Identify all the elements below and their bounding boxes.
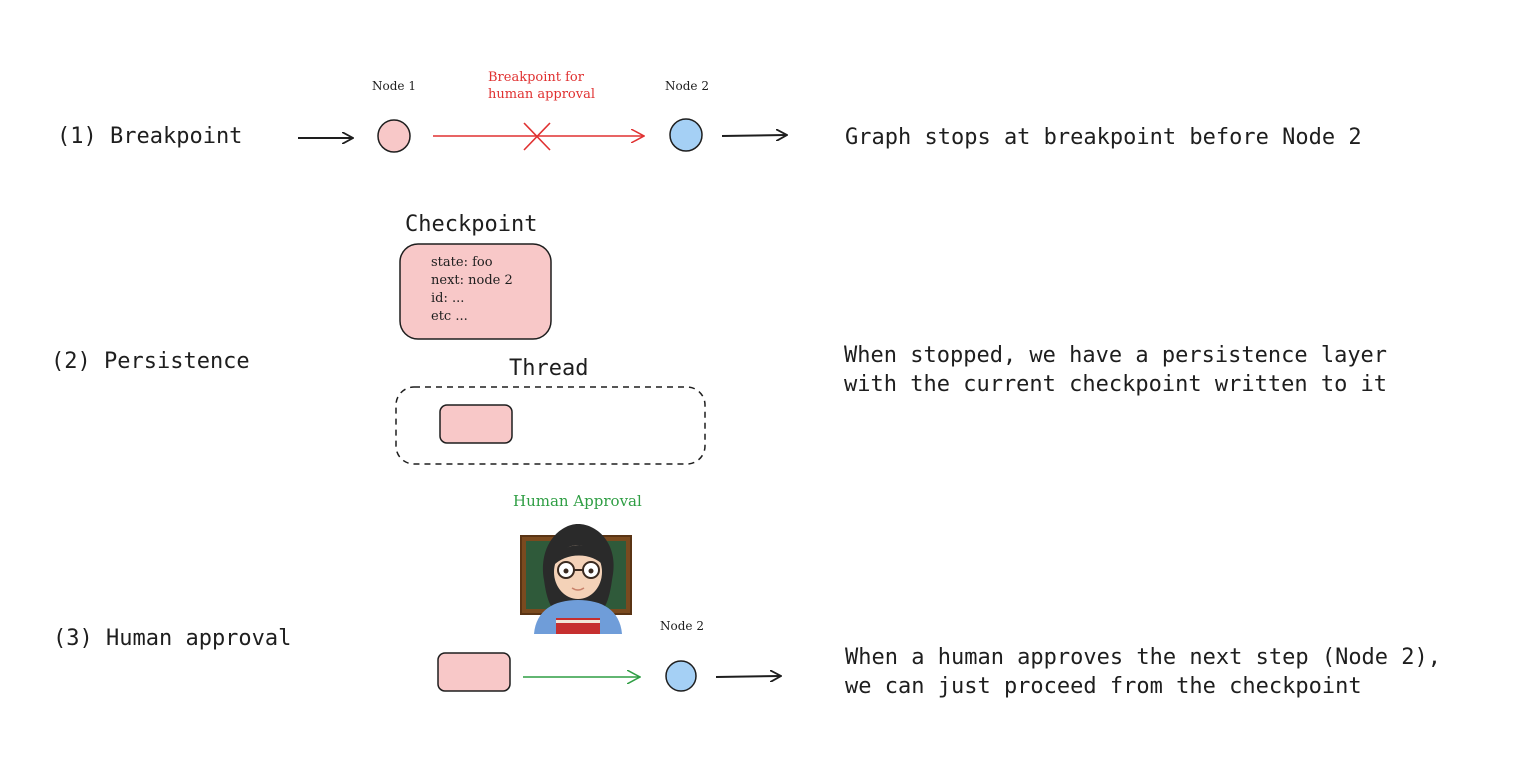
step2-description: When stopped, we have a persistence laye… bbox=[844, 343, 1388, 397]
node2-label-resumed: Node 2 bbox=[660, 619, 704, 633]
exit-arrow bbox=[721, 135, 786, 136]
checkpoint-line: next: node 2 bbox=[431, 273, 513, 288]
node2-circle-resumed bbox=[665, 660, 697, 692]
step3-description: When a human approves the next step (Nod… bbox=[845, 645, 1442, 699]
approval-label: Human Approval bbox=[513, 492, 642, 510]
checkpoint-line: etc ... bbox=[431, 309, 468, 324]
approved-checkpoint bbox=[437, 652, 511, 692]
step1-description: Graph stops at breakpoint before Node 2 bbox=[845, 125, 1362, 150]
step1-label: (1) Breakpoint bbox=[57, 124, 243, 149]
step3-label: (3) Human approval bbox=[53, 626, 292, 651]
thread-checkpoint bbox=[439, 404, 513, 444]
breakpoint-x-icon bbox=[523, 122, 551, 151]
teacher-emoji-icon bbox=[520, 524, 632, 634]
checkpoint-box bbox=[399, 243, 552, 340]
checkpoint-line: state: foo bbox=[431, 255, 493, 270]
thread-container bbox=[395, 386, 706, 465]
checkpoint-title: Checkpoint bbox=[405, 212, 538, 237]
checkpoint-line: id: ... bbox=[431, 291, 465, 306]
step2-label: (2) Persistence bbox=[51, 349, 250, 374]
node1-label: Node 1 bbox=[372, 79, 416, 93]
node2-circle bbox=[669, 118, 703, 152]
node1-circle bbox=[377, 119, 411, 153]
thread-title: Thread bbox=[509, 356, 589, 381]
breakpoint-annotation: Breakpoint for human approval bbox=[488, 70, 596, 102]
node2-label: Node 2 bbox=[665, 79, 709, 93]
resume-exit-arrow bbox=[715, 676, 780, 677]
